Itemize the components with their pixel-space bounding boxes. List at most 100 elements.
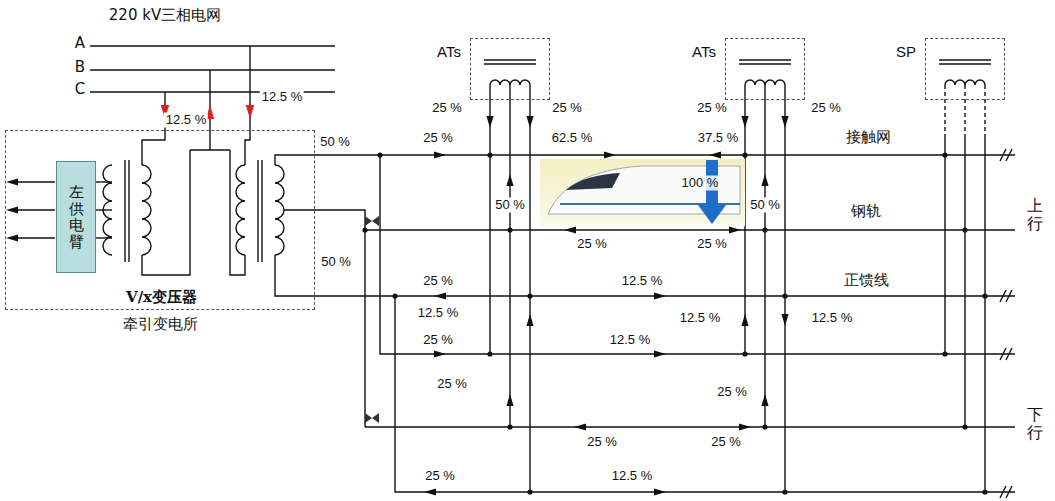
coil-winding (965, 80, 985, 85)
current-share: 12.5 % (810, 311, 854, 326)
rail-line (365, 426, 1015, 427)
wire (509, 85, 510, 135)
train-window (566, 173, 620, 190)
current-arrow (761, 174, 768, 186)
current-share: 62.5 % (550, 131, 594, 146)
rail-return (284, 210, 365, 427)
wire (944, 85, 945, 135)
transformer-core (484, 59, 536, 60)
current-arrow (698, 160, 726, 224)
current-arrow (434, 292, 446, 299)
equipment-box: V/x变压器牵引变电所左供电臂 (5, 130, 315, 310)
output-line (14, 209, 55, 210)
rail-line (365, 229, 1015, 230)
coil-winding (236, 165, 245, 255)
transformer-core (939, 59, 991, 60)
current-share: 25 % (550, 101, 584, 116)
junction-dot (487, 351, 492, 356)
break-mark (1000, 348, 1006, 360)
wire (142, 92, 165, 165)
current-share: 25 % (575, 237, 609, 252)
insulator-symbol (365, 413, 379, 423)
current-arrow (654, 292, 666, 299)
wire (190, 149, 230, 150)
current-arrow (506, 174, 513, 186)
current-share: 12.5 % (260, 90, 304, 105)
equipment-name: SP (896, 43, 916, 60)
current-share: 50 % (493, 198, 527, 213)
line-name: 正馈线 (842, 272, 891, 289)
transformer-core (257, 160, 258, 262)
feeder-line (395, 296, 1015, 492)
wire (784, 135, 785, 492)
transformer-core (739, 59, 791, 60)
current-arrow (434, 151, 446, 158)
break-mark (1000, 290, 1006, 302)
wiring (6, 46, 1015, 498)
current-arrow (654, 488, 666, 495)
wire (964, 135, 965, 427)
junction-dot (362, 227, 367, 232)
phase-line (90, 45, 335, 46)
wire (95, 209, 112, 210)
current-arrow (486, 116, 493, 128)
junction-dot (782, 293, 787, 298)
junction-dot (982, 293, 987, 298)
break-mark (1000, 486, 1006, 498)
junction-dot (742, 351, 747, 356)
junction-dot (942, 351, 947, 356)
line-name: C (73, 81, 87, 98)
train-background (540, 159, 745, 226)
contact-line (380, 155, 1015, 354)
current-share: 25 % (809, 101, 843, 116)
equipment-name: 左供电臂 (69, 184, 84, 250)
current-arrow (6, 178, 18, 185)
wire (984, 85, 985, 135)
break-mark (1006, 290, 1012, 302)
feeder-line (275, 255, 1015, 296)
transformer-core (484, 63, 536, 64)
line-name: 220 kV三相电网 (107, 7, 223, 24)
current-arrow (781, 314, 788, 326)
transformer-core (739, 63, 791, 64)
current-share: 12.5 % (620, 274, 664, 289)
current-arrow (654, 350, 666, 357)
current-arrow (761, 394, 768, 406)
current-arrow (741, 116, 748, 128)
junction-dot (742, 152, 747, 157)
junction-dot (392, 293, 397, 298)
current-share: 50 % (319, 255, 353, 270)
current-arrow (526, 116, 533, 128)
transformer-core (124, 160, 125, 262)
line-name: 下行 (1027, 404, 1043, 443)
wire (984, 135, 985, 492)
current-share: 25 % (585, 435, 619, 450)
transformer-core (939, 63, 991, 64)
train-illustration (540, 159, 745, 226)
equipment-name: ATs (692, 43, 716, 60)
equipment-box: ATs (725, 38, 805, 100)
junction-dot (762, 227, 767, 232)
current-arrow (526, 314, 533, 326)
junction-dot (527, 293, 532, 298)
current-share: 25 % (695, 101, 729, 116)
junction-dot (487, 152, 492, 157)
current-share: 25 % (421, 274, 455, 289)
break-mark (1000, 149, 1006, 161)
current-arrow (246, 105, 254, 119)
line-name: 上行 (1027, 195, 1043, 234)
current-share: 25 % (430, 101, 464, 116)
current-share: 25 % (421, 131, 455, 146)
coil-winding (765, 80, 785, 85)
transformer-core (261, 160, 262, 262)
current-arrow (6, 234, 18, 241)
line-name: 钢轨 (849, 203, 883, 220)
current-share: 50 % (748, 198, 782, 213)
wire (142, 150, 190, 275)
wire (230, 150, 245, 275)
insulator-symbol (365, 216, 379, 226)
equipment-box: ATs (470, 38, 550, 100)
junction-dot (377, 152, 382, 157)
